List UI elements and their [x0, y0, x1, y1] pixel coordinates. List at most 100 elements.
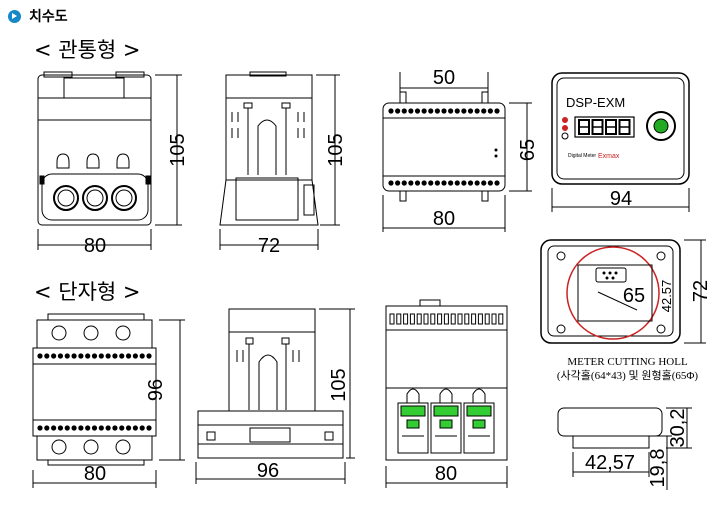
dim-meter-width: 94 — [610, 188, 632, 210]
terminal-screw — [441, 180, 447, 186]
terminal-bulb — [472, 388, 486, 403]
terminal-screw — [119, 425, 125, 431]
terminal-slot — [396, 313, 402, 325]
terminal-slot — [491, 313, 497, 325]
terminal-screw — [51, 425, 57, 431]
dim-depth-width: 42,57 — [585, 452, 635, 474]
dim-dsp-top-height: 65 — [517, 139, 539, 161]
terminal-screw — [395, 108, 401, 114]
dim-terminal-front-height: 96 — [145, 379, 167, 401]
page-title: 치수도 — [29, 9, 68, 25]
terminal-screw — [474, 108, 480, 114]
terminal-screw — [57, 425, 64, 431]
terminal-bulb — [439, 388, 453, 403]
terminal-screw — [71, 425, 77, 431]
cutting-hole-caption: METER CUTTING HOLL (사각홀(64*43) 및 원형홀(65Φ… — [540, 355, 715, 383]
terminal-slot — [389, 313, 395, 325]
terminal-screw — [112, 353, 118, 359]
dim-cutout-height: 72 — [690, 280, 712, 302]
through-type-front-view — [37, 71, 182, 250]
terminal-module-green — [472, 419, 486, 429]
terminal-module-green — [439, 419, 453, 429]
meter-front-view: DSP-EXM Exmax Digital Meter — [551, 72, 690, 212]
terminal-screw — [146, 353, 152, 359]
terminal-screw — [481, 108, 487, 114]
terminal-module-green — [406, 419, 420, 429]
terminal-screw — [132, 353, 138, 359]
terminal-screw — [434, 108, 440, 114]
meter-model-label: DSP-EXM — [566, 95, 625, 110]
bullet-icon — [8, 9, 21, 23]
terminal-screw — [454, 180, 460, 186]
terminal-slot — [430, 313, 436, 325]
dim-through-side-width: 72 — [258, 235, 280, 257]
terminal-screw — [85, 353, 91, 359]
terminal-slot — [443, 313, 449, 325]
terminal-screw — [414, 180, 421, 186]
terminal-slot — [471, 313, 477, 325]
dim-through-side-height: 105 — [325, 133, 347, 166]
terminal-type-front-view — [32, 313, 185, 488]
terminal-slot — [409, 313, 415, 325]
terminal-slot — [437, 313, 443, 325]
terminal-screw — [421, 180, 427, 186]
terminal-type-top-view — [385, 299, 508, 488]
terminal-screw — [494, 180, 500, 186]
section-title-through-type: < 관통형 > — [34, 38, 141, 62]
terminal-screw — [461, 108, 467, 114]
terminal-screw — [78, 425, 84, 431]
terminal-slot — [423, 313, 429, 325]
dim-cutout-dia: 65 — [623, 285, 645, 307]
terminal-screw — [132, 425, 138, 431]
terminal-screw — [467, 108, 474, 114]
terminal-screw — [487, 180, 493, 186]
meter-brand-label: Exmax — [598, 153, 620, 160]
dim-depth-bottom: 19,8 — [647, 449, 669, 488]
dim-through-front-width: 80 — [84, 235, 106, 257]
dim-terminal-front-width: 80 — [84, 463, 106, 485]
terminal-screw — [408, 180, 414, 186]
terminal-slot — [403, 313, 409, 325]
terminal-slot — [457, 313, 463, 325]
terminal-screw — [401, 108, 407, 114]
terminal-slot — [484, 313, 490, 325]
terminal-screw — [388, 108, 394, 114]
terminal-screw — [44, 425, 50, 431]
terminal-screw — [139, 425, 145, 431]
terminal-screw — [105, 353, 111, 359]
terminal-module-green — [433, 405, 459, 417]
terminal-screw — [64, 425, 70, 431]
dim-terminal-side-height: 105 — [328, 368, 350, 401]
terminal-screw — [474, 180, 480, 186]
terminal-screw — [448, 180, 454, 186]
terminal-screw — [494, 108, 500, 114]
terminal-screw — [441, 108, 447, 114]
cutting-hole-caption-line2: (사각홀(64*43) 및 원형홀(65Φ) — [556, 370, 699, 382]
terminal-module-green — [466, 405, 492, 417]
terminal-screw — [51, 353, 57, 359]
terminal-screw — [98, 353, 104, 359]
terminal-screw — [395, 180, 401, 186]
terminal-screw — [91, 353, 98, 359]
terminal-slot — [498, 313, 504, 325]
terminal-module — [430, 402, 462, 454]
terminal-screw — [37, 353, 43, 359]
terminal-screw — [91, 425, 98, 431]
terminal-screw — [37, 425, 43, 431]
dim-through-front-height: 105 — [167, 133, 189, 166]
terminal-module — [463, 402, 495, 454]
terminal-screw — [119, 353, 125, 359]
terminal-screw — [78, 353, 84, 359]
terminal-screw — [139, 353, 145, 359]
dim-terminal-top-width: 80 — [435, 463, 457, 485]
terminal-screw — [481, 180, 487, 186]
terminal-screw — [428, 108, 434, 114]
terminal-screw — [408, 108, 414, 114]
terminal-screw — [64, 353, 70, 359]
terminal-module-green — [400, 405, 426, 417]
dsp-top-view — [382, 72, 532, 232]
meter-depth-view — [557, 407, 692, 490]
terminal-screw — [487, 108, 493, 114]
terminal-slot — [477, 313, 483, 325]
